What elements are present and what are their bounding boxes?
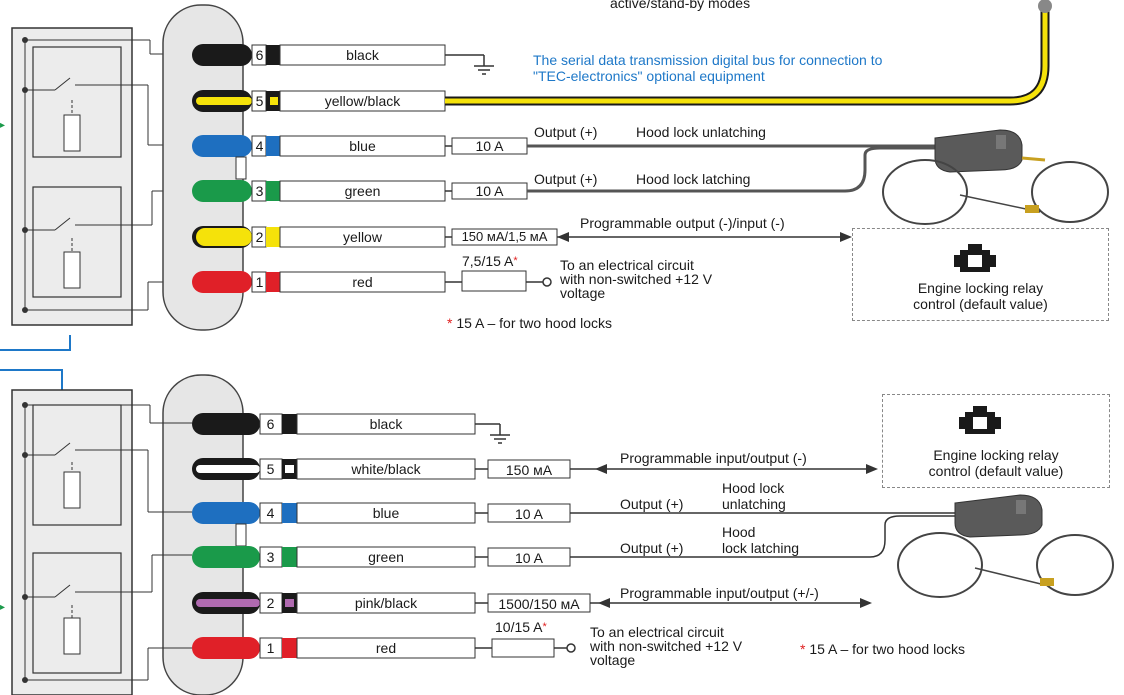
function-label-line2: unlatching [722, 496, 786, 512]
pin-number: 4 [266, 505, 275, 521]
footnote: * 15 A – for two hood locks [447, 316, 612, 331]
bus-line-bottom [0, 369, 63, 390]
wire-label: yellow [343, 229, 382, 245]
output-label: Output (+) [620, 496, 684, 512]
engine-relay-box-top [852, 228, 1109, 321]
pin-number: 5 [266, 461, 275, 477]
function-label-line1: Hood lock [722, 480, 785, 496]
pin-number: 3 [255, 183, 264, 199]
footnote-text: 15 A – for two hood locks [456, 315, 612, 331]
pin-number: 4 [255, 138, 264, 154]
circuit-line3: voltage [590, 652, 636, 668]
function-label: Programmable input/output (-) [620, 450, 807, 466]
relay-block-bottom [11, 389, 192, 695]
function-label: Programmable output (-)/input (-) [580, 215, 785, 231]
wire-label: black [346, 47, 379, 63]
footnote-star: * [800, 641, 806, 657]
pin-number: 6 [255, 47, 264, 63]
pin-number: 2 [255, 229, 264, 245]
header-note: active/stand-by modes [610, 0, 751, 11]
function-label: Hood lock latching [636, 171, 751, 187]
rating-label: 10 A [514, 550, 544, 566]
fuse-label: 10/15 A* [495, 620, 547, 635]
bus-note-line1: The serial data transmission digital bus… [533, 52, 883, 68]
footnote: * 15 A – for two hood locks [800, 642, 965, 657]
hood-lock-actuator-icon-top [882, 129, 1109, 225]
bus-note-line2: "TEC-electronics" optional equipment [533, 68, 765, 84]
engine-line1: Engine locking relay [917, 280, 1044, 296]
pin-number: 5 [255, 93, 264, 109]
pin-number: 1 [266, 640, 275, 656]
wire-label: blue [349, 138, 376, 154]
footnote-text: 15 A – for two hood locks [809, 641, 965, 657]
bus-line-top [0, 335, 71, 351]
pin-number: 6 [266, 416, 275, 432]
function-label-line2: lock latching [722, 540, 800, 556]
pin-number: 1 [255, 274, 264, 290]
wire-label: red [375, 640, 397, 656]
wire-label: white/black [351, 461, 421, 477]
circuit-line2: with non-switched +12 V [560, 271, 713, 287]
wire-label: yellow/black [324, 93, 401, 109]
svg-text:▸: ▸ [0, 602, 5, 613]
output-label: Output (+) [534, 171, 598, 187]
rating-label: 10 A [475, 138, 504, 154]
wire-label: pink/black [354, 595, 418, 611]
bottom-pins [192, 413, 955, 659]
wire-label: green [344, 183, 381, 199]
fuse-star: * [513, 255, 518, 267]
wire-label: blue [372, 505, 400, 521]
fuse-label: 7,5/15 A* [462, 254, 518, 269]
top-pins [192, 0, 1052, 293]
rating-label: 10 A [514, 506, 544, 522]
footnote-star: * [447, 315, 453, 331]
wire-label: red [352, 274, 373, 290]
engine-icon-top [954, 244, 996, 272]
relay-block-top [11, 27, 192, 326]
output-label: Output (+) [620, 540, 684, 556]
engine-relay-box-bottom [882, 394, 1110, 488]
circuit-line1: To an electrical circuit [560, 257, 694, 273]
engine-line1: Engine locking relay [933, 447, 1059, 463]
output-label: Output (+) [534, 124, 598, 140]
function-label: Hood lock unlatching [636, 124, 766, 140]
wire-label: black [369, 416, 403, 432]
fuse-value: 7,5/15 A [462, 253, 514, 269]
rating-label: 1500/150 мА [498, 596, 580, 612]
engine-line2: control (default value) [913, 296, 1048, 312]
svg-text:▸: ▸ [0, 120, 5, 131]
hood-lock-actuator-icon-bottom [897, 494, 1114, 598]
rating-label: 150 мА/1,5 мА [461, 229, 548, 244]
fuse-star: * [542, 621, 547, 633]
pin-number: 2 [266, 595, 275, 611]
engine-line2: control (default value) [928, 463, 1064, 479]
function-label-line1: Hood [722, 524, 756, 540]
pin-number: 3 [266, 549, 275, 565]
circuit-line1: To an electrical circuit [590, 624, 724, 640]
function-label: Programmable input/output (+/-) [620, 585, 819, 601]
circuit-line2: with non-switched +12 V [590, 638, 743, 654]
fuse-value: 10/15 A [495, 619, 543, 635]
rating-label: 150 мА [505, 462, 553, 478]
rating-label: 10 A [475, 183, 504, 199]
wire-label: green [368, 549, 404, 565]
engine-icon-bottom [959, 406, 1001, 434]
circuit-line3: voltage [560, 285, 606, 301]
